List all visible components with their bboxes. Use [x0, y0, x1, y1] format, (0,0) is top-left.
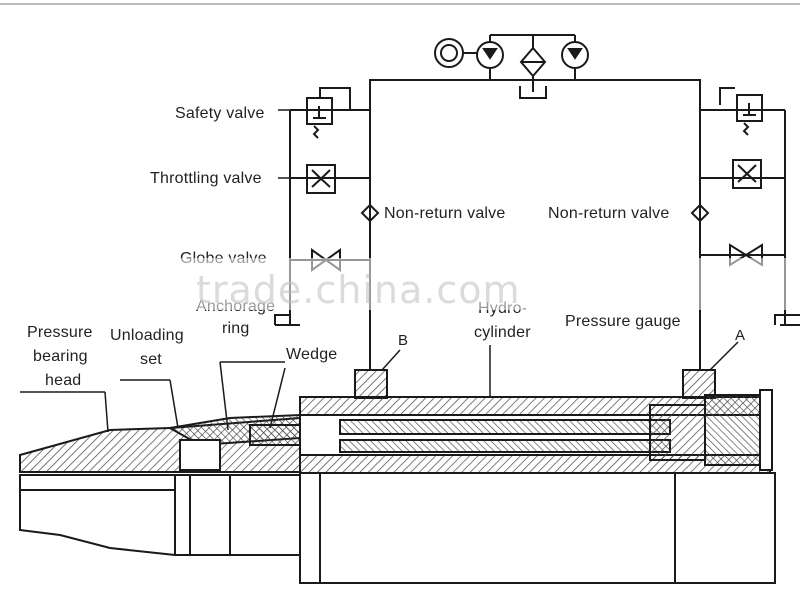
label-wedge: Wedge	[286, 346, 338, 363]
throttling-valve-left-icon	[306, 164, 336, 194]
non-return-valve-left-icon	[360, 203, 380, 223]
leader-lines	[20, 109, 739, 433]
label-unloading-set-line2: set	[140, 351, 162, 368]
port-b	[354, 369, 388, 399]
label-pressure-bearing-head-line2: bearing	[33, 348, 88, 365]
label-non-return-valve-right: Non-return valve	[548, 205, 670, 222]
throttling-valve-right-icon	[732, 159, 762, 189]
label-port-a: A	[735, 327, 746, 344]
motor-icon	[434, 38, 464, 68]
safety-valve-right-icon	[736, 94, 763, 122]
safety-valve-left-icon	[306, 97, 333, 125]
label-hydro-cylinder-line2: cylinder	[474, 324, 531, 341]
tank-icon	[519, 86, 547, 99]
label-pressure-gauge: Pressure gauge	[565, 313, 681, 330]
label-pressure-bearing-head-line1: Pressure	[27, 324, 93, 341]
non-return-valve-right-icon	[690, 203, 710, 223]
port-a	[682, 369, 716, 399]
label-throttling-valve: Throttling valve	[150, 170, 262, 187]
label-anchorage-ring-line2: ring	[222, 320, 250, 337]
jack-assembly	[19, 325, 776, 584]
label-unloading-set-line1: Unloading	[110, 327, 184, 344]
label-non-return-valve-left: Non-return valve	[384, 205, 506, 222]
watermark-text: trade.china.com	[196, 268, 521, 312]
watermark-band	[0, 258, 800, 310]
label-safety-valve: Safety valve	[175, 105, 265, 122]
label-port-b: B	[398, 332, 409, 349]
label-pressure-bearing-head-line3: head	[45, 372, 82, 389]
